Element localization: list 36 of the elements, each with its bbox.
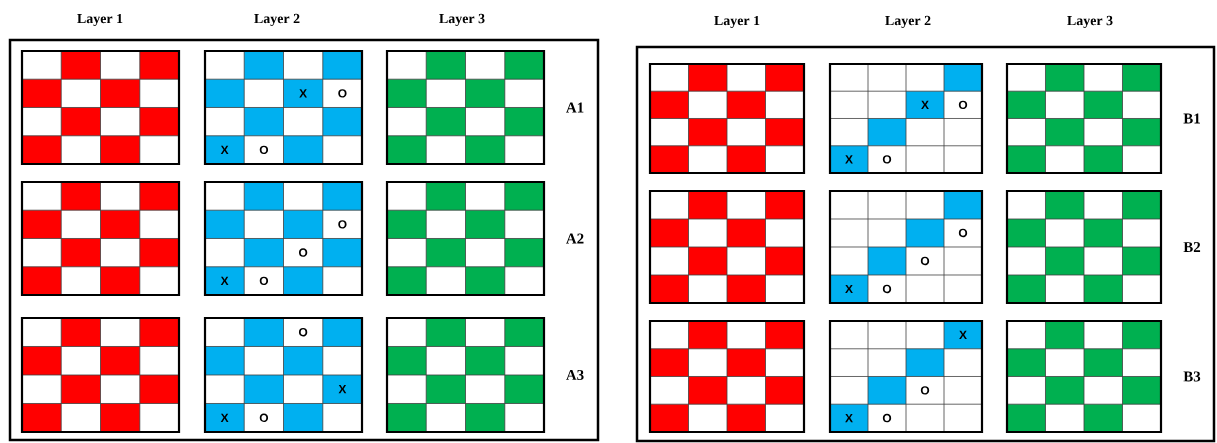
cell-mark: O [920,386,930,395]
row-label: B3 [1183,371,1201,382]
cell-mark: X [299,89,307,98]
cell-mark: X [220,145,229,154]
row-label: B2 [1183,242,1201,252]
row-label: A3 [566,369,584,380]
cell-mark: O [882,284,892,294]
cell-mark: O [958,228,968,238]
cell-mark: O [882,155,892,164]
cell-mark: O [338,89,347,98]
column-heading: Layer 2 [254,13,300,27]
column-heading: Layer 1 [714,15,760,29]
cell-mark: X [921,100,929,109]
cell-mark: O [298,248,308,257]
cell-mark: X [959,330,967,339]
cell-mark: O [259,145,269,155]
cell-mark: O [958,100,968,110]
row-label: A2 [566,233,584,244]
column-heading: Layer 3 [1067,15,1113,29]
cell-mark: X [845,284,853,294]
cell-mark: O [298,327,308,337]
cell-mark: O [882,413,892,423]
cell-mark: X [845,155,853,164]
column-heading: Layer 1 [77,13,123,27]
cell-mark: O [259,413,269,422]
cell-mark: X [338,385,347,394]
column-heading: Layer 2 [885,15,931,29]
cell-mark: O [338,220,347,229]
column-heading: Layer 3 [439,13,485,27]
cell-mark: X [845,414,853,423]
row-label: A1 [566,102,584,113]
row-label: B1 [1183,113,1200,124]
cell-mark: X [220,276,229,285]
cell-mark: X [220,413,229,422]
cell-mark: O [259,276,269,286]
cell-mark: O [920,256,930,266]
